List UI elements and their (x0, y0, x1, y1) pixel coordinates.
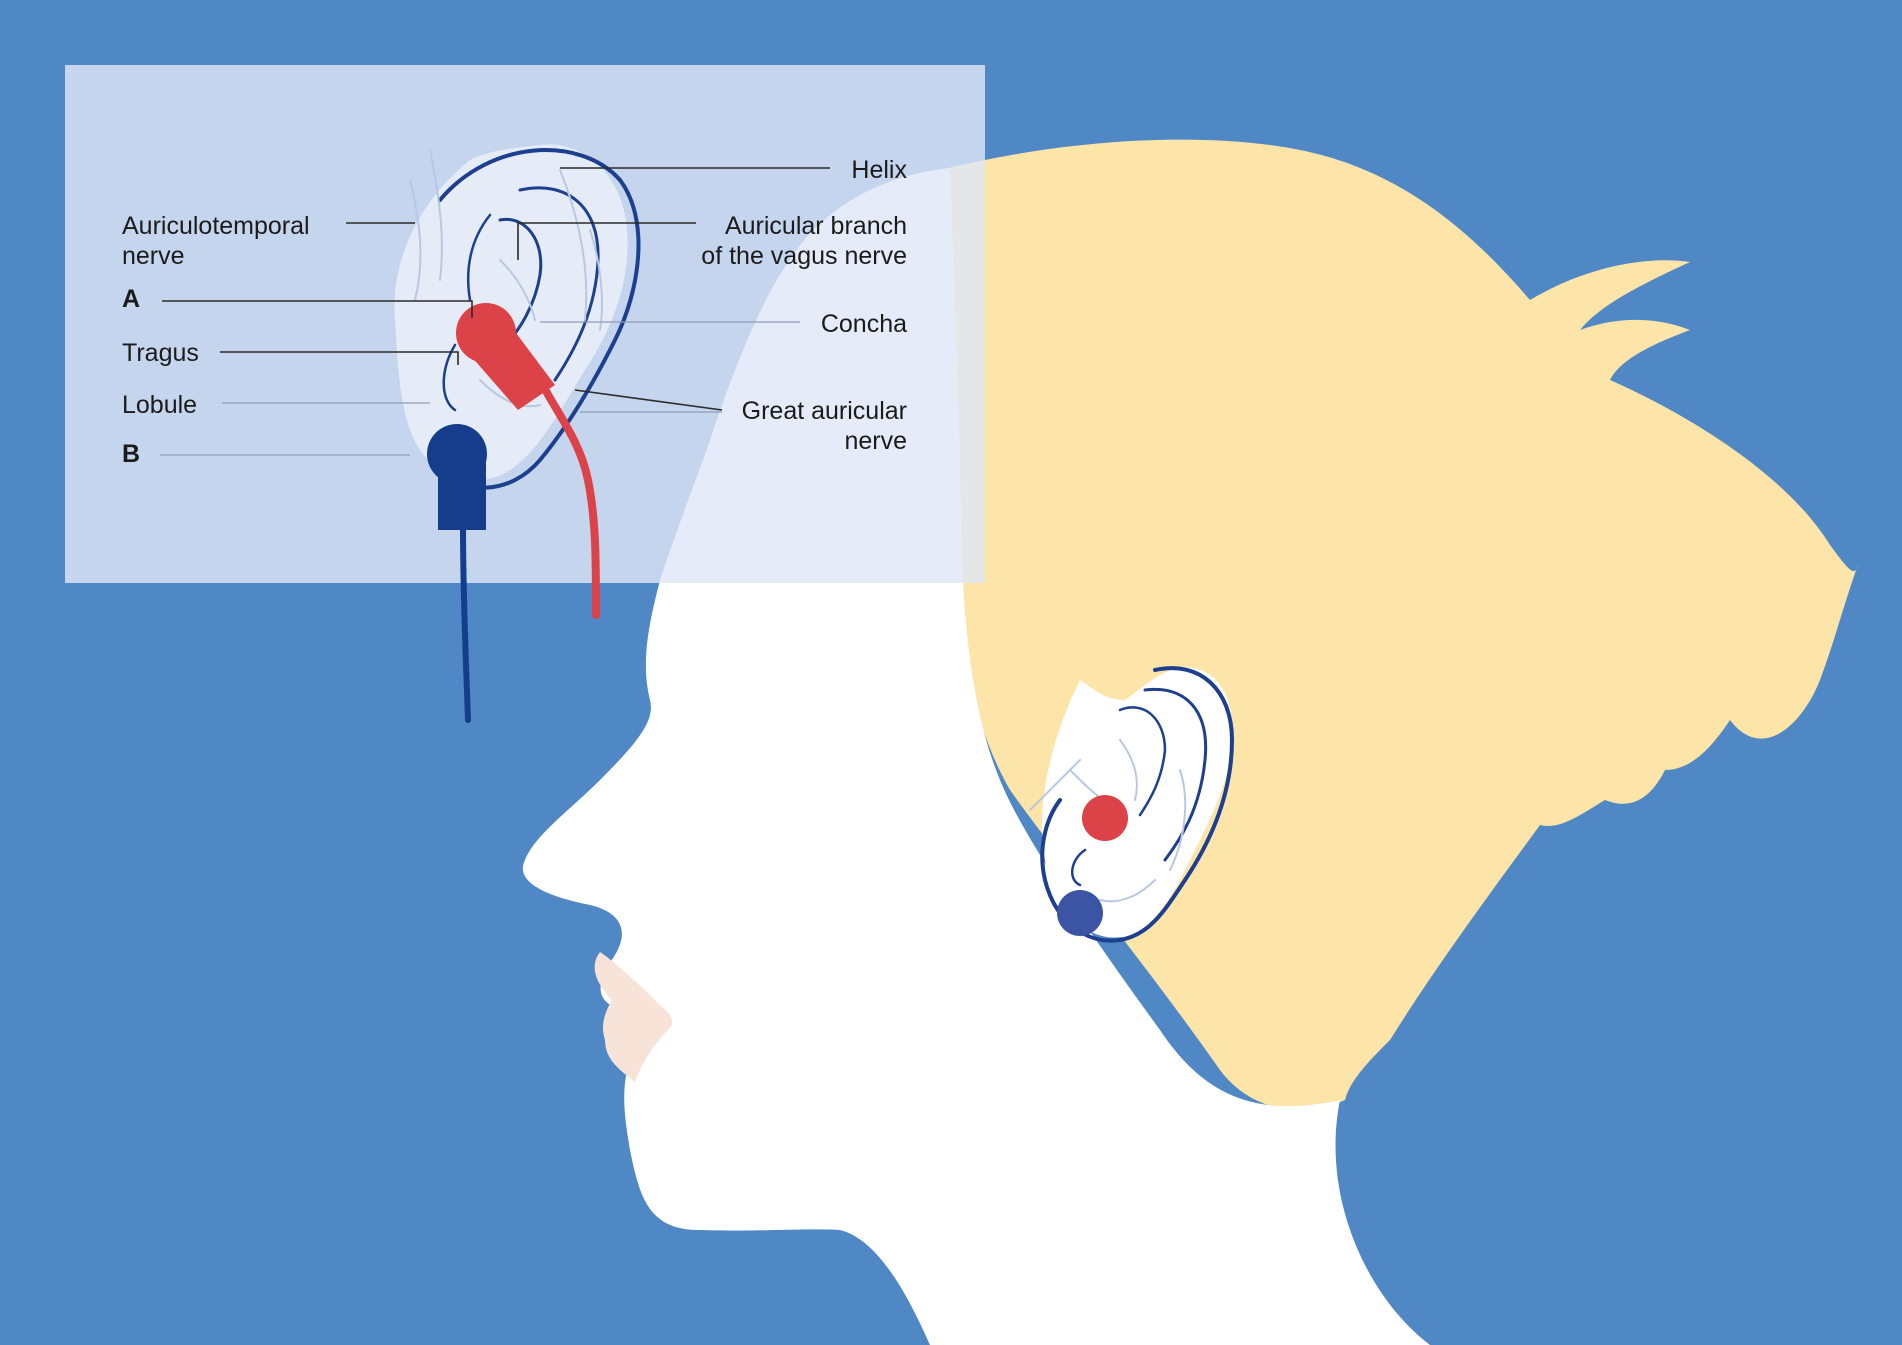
electrode-b (427, 424, 487, 723)
label-lobule: Lobule (122, 391, 197, 419)
label-concha: Concha (821, 310, 907, 338)
lips (594, 952, 673, 1082)
label-auricular-branch-line2: of the vagus nerve (701, 242, 907, 270)
electrode-b-dot (1057, 890, 1103, 936)
label-auriculotemporal-line1: Auriculotemporal (122, 212, 310, 240)
electrode-a-dot (1082, 795, 1128, 841)
inset-ear (394, 144, 641, 490)
label-b: B (122, 440, 140, 468)
label-auriculotemporal-line2: nerve (122, 242, 185, 270)
label-a: A (122, 285, 140, 313)
electrode-a (456, 303, 600, 619)
head-ear (1029, 666, 1235, 943)
label-great-auricular-line1: Great auricular (742, 397, 907, 425)
label-great-auricular-line2: nerve (844, 427, 907, 455)
label-tragus: Tragus (122, 339, 199, 367)
leader-lines (160, 167, 830, 456)
label-auricular-branch-line1: Auricular branch (725, 212, 907, 240)
label-helix: Helix (851, 156, 907, 184)
